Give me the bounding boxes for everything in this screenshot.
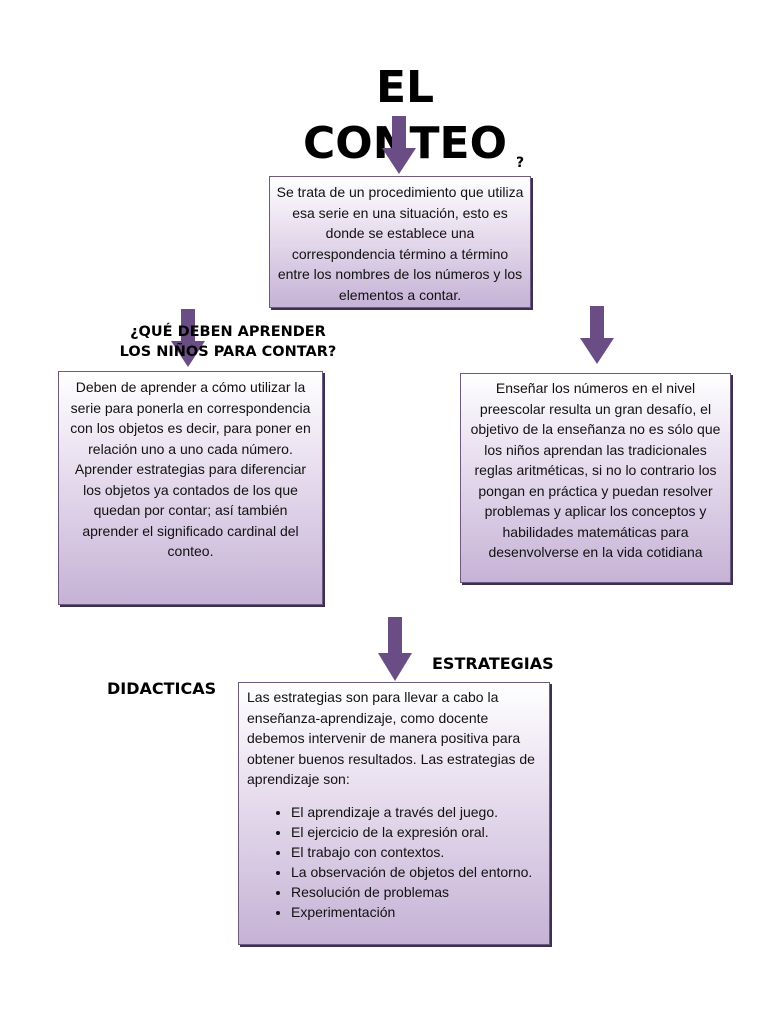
arrow-down-icon — [382, 116, 416, 174]
title-question-mark: ? — [516, 155, 525, 171]
strategies-box: Las estrategias son para llevar a cabo l… — [238, 682, 550, 945]
arrow-down-icon — [171, 309, 205, 367]
list-item: La observación de objetos del entorno. — [291, 862, 541, 882]
list-item: El aprendizaje a través del juego. — [291, 802, 541, 822]
arrow-down-icon — [378, 617, 412, 681]
list-item: El trabajo con contextos. — [291, 842, 541, 862]
title-line-1: EL — [375, 62, 435, 113]
definition-text: Se trata de un procedimiento que utiliza… — [276, 184, 524, 303]
teaching-box: Enseñar los números en el nivel preescol… — [460, 373, 731, 583]
estrategias-heading: ESTRATEGIAS — [432, 654, 554, 673]
arrow-down-icon — [580, 306, 614, 364]
left-section-heading: ¿QUÉ DEBEN APRENDER LOS NIÑOS PARA CONTA… — [108, 322, 348, 362]
list-item: Resolución de problemas — [291, 882, 541, 902]
definition-box: Se trata de un procedimiento que utiliza… — [269, 176, 531, 308]
learning-box: Deben de aprender a cómo utilizar la ser… — [58, 371, 323, 605]
list-item: El ejercicio de la expresión oral. — [291, 822, 541, 842]
left-heading-line-1: ¿QUÉ DEBEN APRENDER — [130, 324, 326, 340]
learning-text: Deben de aprender a cómo utilizar la ser… — [70, 379, 311, 559]
list-item: Experimentación — [291, 902, 541, 922]
left-heading-line-2: LOS NIÑOS PARA CONTAR? — [119, 344, 337, 360]
strategies-list: El aprendizaje a través del juego. El ej… — [247, 802, 541, 922]
didacticas-heading: DIDACTICAS — [107, 679, 217, 698]
teaching-text: Enseñar los números en el nivel preescol… — [470, 380, 721, 560]
strategies-intro: Las estrategias son para llevar a cabo l… — [247, 689, 535, 787]
